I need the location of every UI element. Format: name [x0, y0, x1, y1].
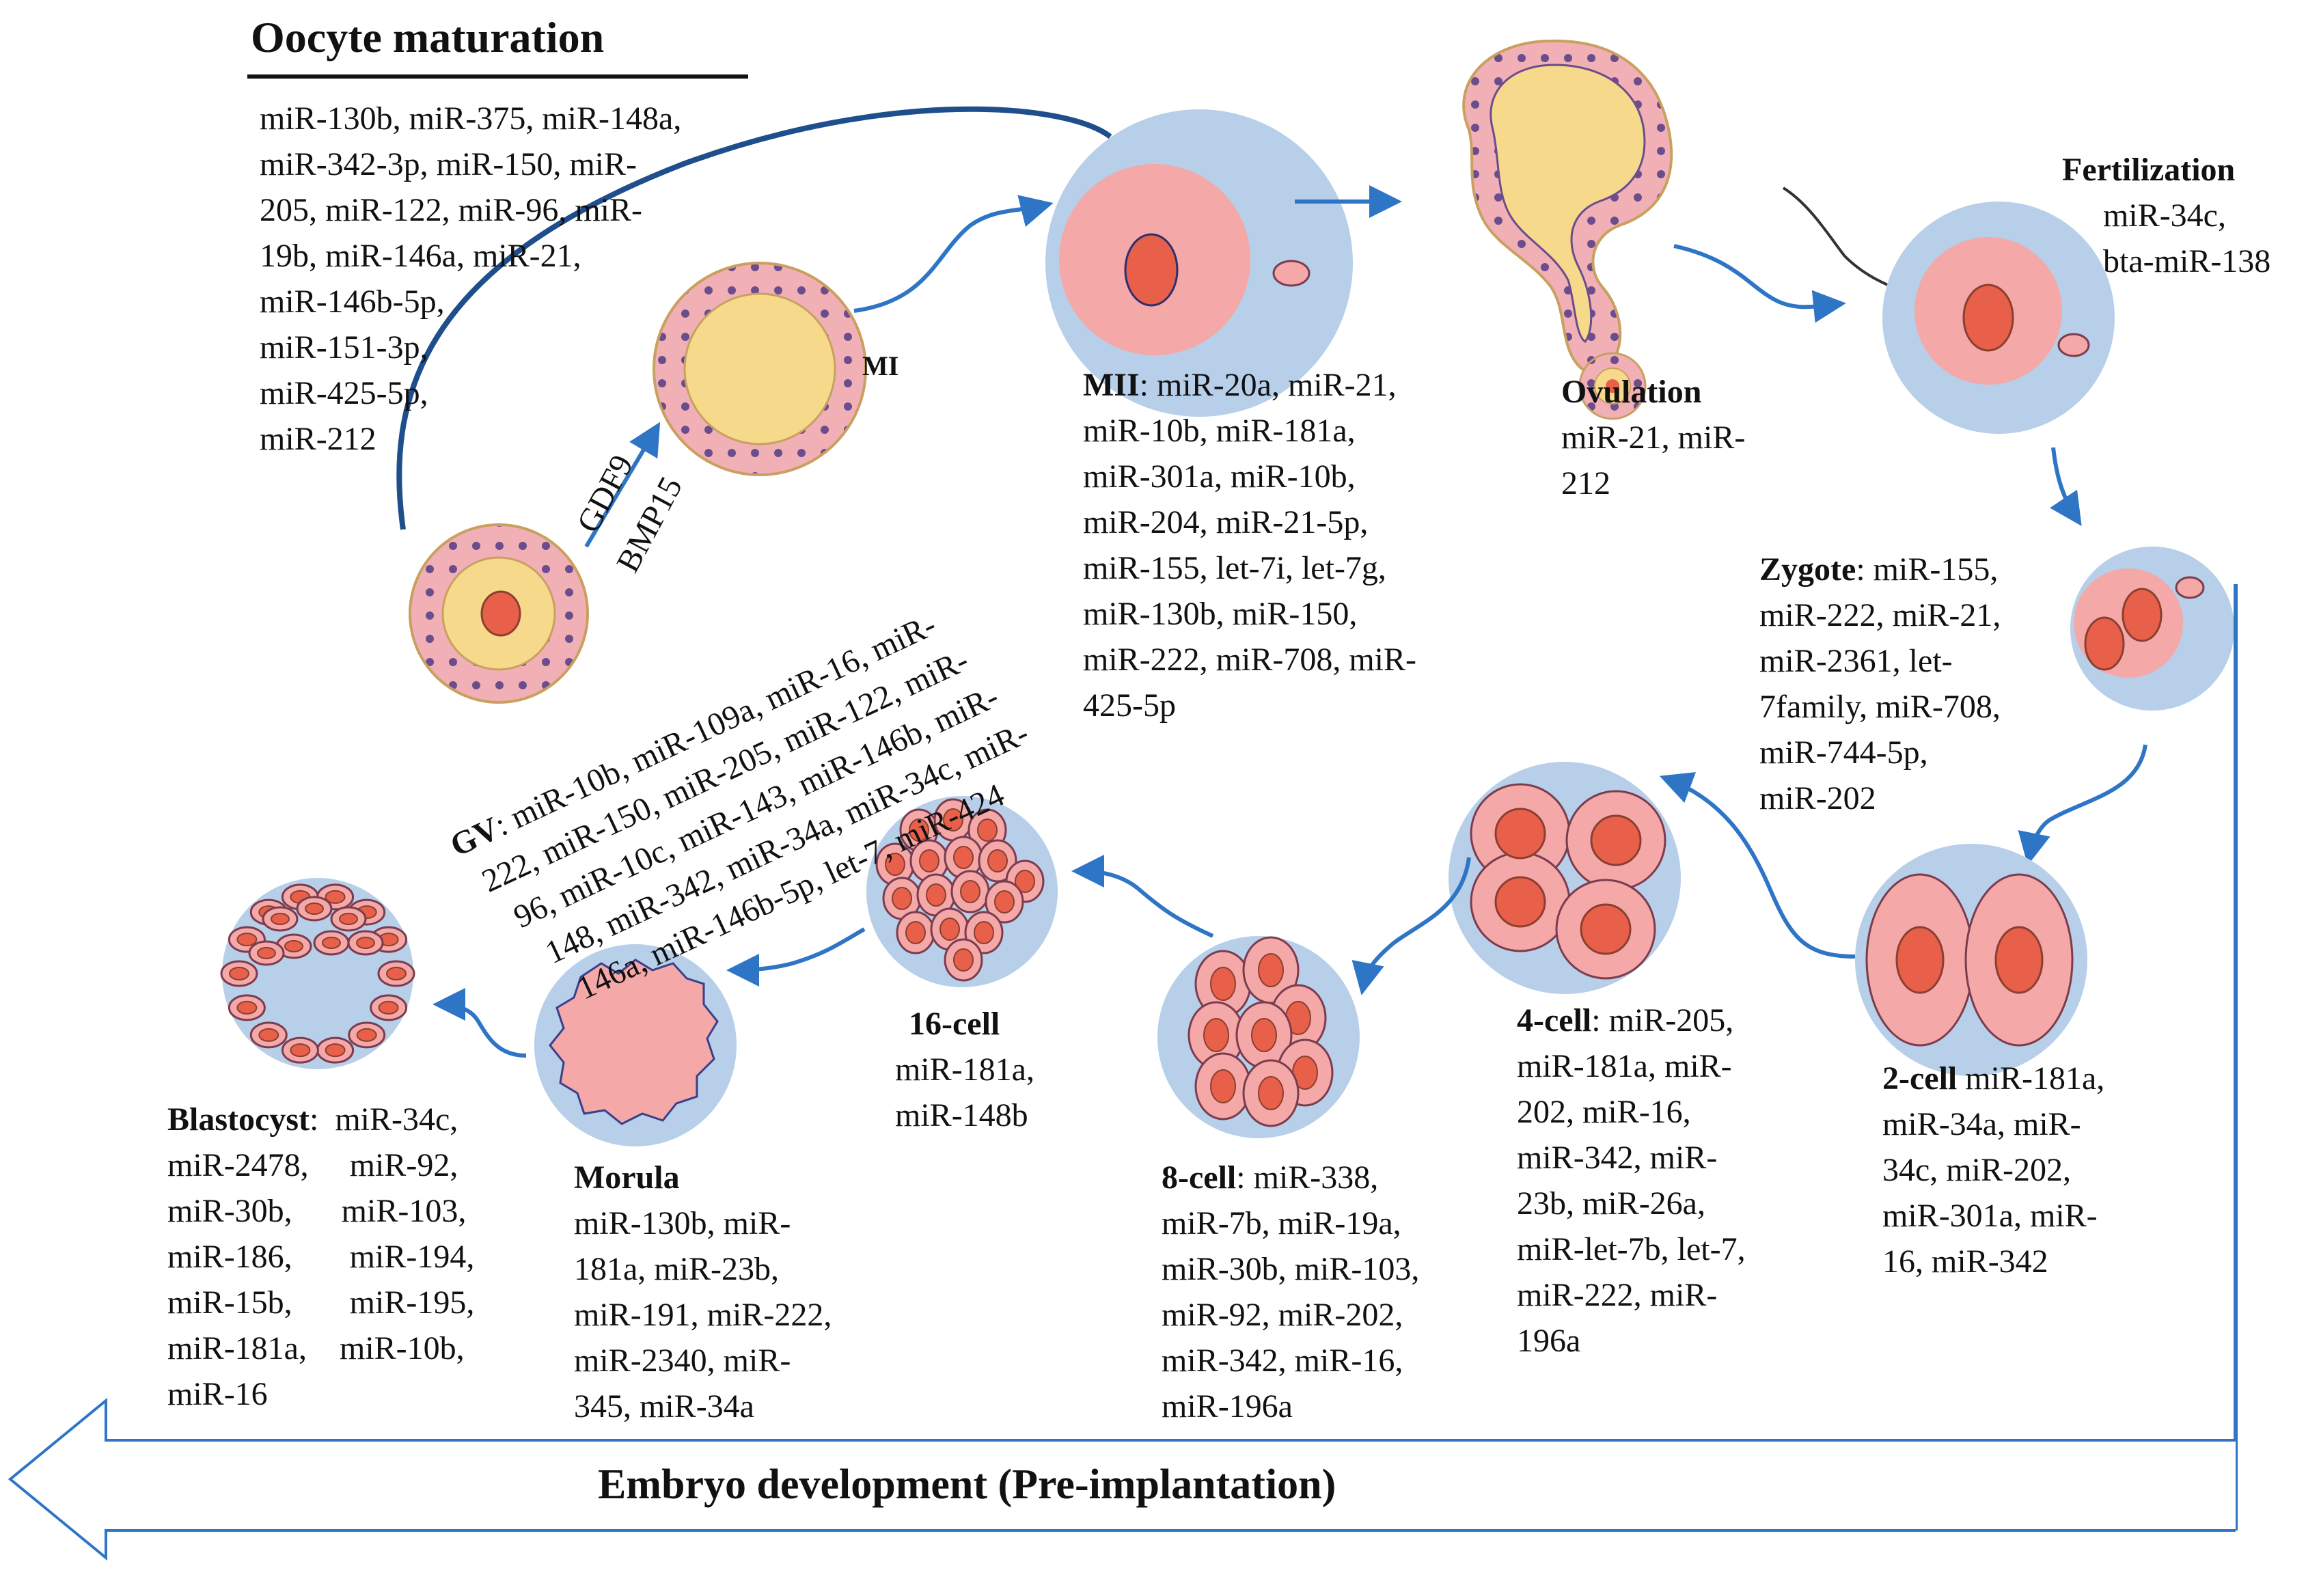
morula-to-blastocyst-arrow — [433, 988, 527, 1058]
trophectoderm-cell — [228, 994, 266, 1021]
blastocyst — [220, 878, 415, 1069]
two-cell-embryo — [1855, 844, 2087, 1076]
trophectoderm-cell — [377, 960, 415, 987]
blastomere — [1242, 1059, 1300, 1127]
sixteen-cell-embryo — [866, 796, 1058, 987]
zygote — [2070, 547, 2234, 711]
mi-to-mii-arrow — [853, 195, 1054, 313]
trophectoderm-cell — [220, 960, 258, 987]
gdf9-bmp15-arrow — [584, 422, 661, 548]
inner-cell-mass-cell — [347, 930, 384, 956]
fertilization-to-zygote-arrow — [2050, 447, 2082, 526]
blastomere — [1194, 950, 1252, 1018]
ovulation-follicle — [1462, 39, 1673, 420]
inner-cell-mass-cell — [296, 896, 333, 922]
16cell-to-morula-arrow — [726, 927, 866, 987]
zygote-to-2cell-arrow — [2018, 744, 2147, 866]
fertilized-oocyte — [1882, 202, 2115, 434]
zygote-mirna-list: Zygote: miR-155,miR-222, miR-21,miR-2361… — [1759, 551, 2001, 816]
trophectoderm-cell — [316, 1036, 355, 1064]
blastomere — [1188, 1001, 1245, 1069]
blastomere — [1242, 936, 1300, 1004]
blastomere — [896, 911, 935, 954]
trophectoderm-cell — [370, 994, 408, 1021]
morula — [534, 944, 737, 1146]
trophectoderm-cell — [281, 1036, 319, 1064]
page-title: Oocyte maturation — [251, 13, 605, 61]
eight-cell-mirna-list: 8-cell: miR-338,miR-7b, miR-19a,miR-30b,… — [1162, 1159, 1420, 1425]
inner-cell-mass-cell — [275, 933, 312, 959]
inner-cell-mass-cell — [313, 930, 350, 956]
embryo-development-arrow — [8, 1397, 2236, 1561]
blastomere — [950, 870, 990, 913]
blastomere — [933, 798, 973, 842]
mii-oocyte — [1045, 109, 1353, 417]
blastomere — [916, 873, 956, 917]
four-cell-mirna-list: 4-cell: miR-205,miR-181a, miR-202, miR-1… — [1517, 1002, 1746, 1359]
mii-mirna-list: MII: miR-20a, miR-21,miR-10b, miR-181a,m… — [1083, 367, 1417, 724]
inner-cell-mass-cell — [262, 906, 299, 932]
blastomere — [978, 839, 1017, 883]
maturation-arc — [396, 106, 1112, 530]
ovulation-to-fertilization-arrow — [1673, 244, 1846, 323]
blastomere — [1235, 1001, 1293, 1069]
inner-cell-mass-cell — [330, 906, 367, 932]
blastomere — [944, 938, 983, 982]
blastocyst-mirna-list: Blastocyst: miR-34c,miR-2478, miR-92,miR… — [167, 1101, 475, 1412]
blastomere — [1194, 1052, 1252, 1120]
gv-follicle — [409, 523, 589, 704]
four-cell-embryo — [1449, 762, 1681, 994]
two-cell-mirna-list: 2-cell miR-181a,miR-34a, miR-34c, miR-20… — [1882, 1060, 2105, 1280]
2cell-to-4cell-arrow — [1659, 772, 1856, 959]
trophectoderm-cell — [249, 1021, 288, 1049]
mi-label: MI — [862, 350, 899, 381]
8cell-to-16cell-arrow — [1071, 855, 1214, 938]
4cell-to-8cell-arrow — [1351, 857, 1471, 995]
inner-cell-mass-cell — [248, 940, 285, 966]
trophectoderm-cell — [348, 1021, 386, 1049]
embryo-development-label: Embryo development (Pre-implantation) — [598, 1461, 1336, 1508]
oocyte-mirna-list: miR-130b, miR-375, miR-148a,miR-342-3p, … — [260, 100, 682, 457]
blastomere — [985, 880, 1024, 924]
eight-cell-embryo — [1157, 936, 1360, 1138]
mi-follicle — [653, 262, 867, 476]
